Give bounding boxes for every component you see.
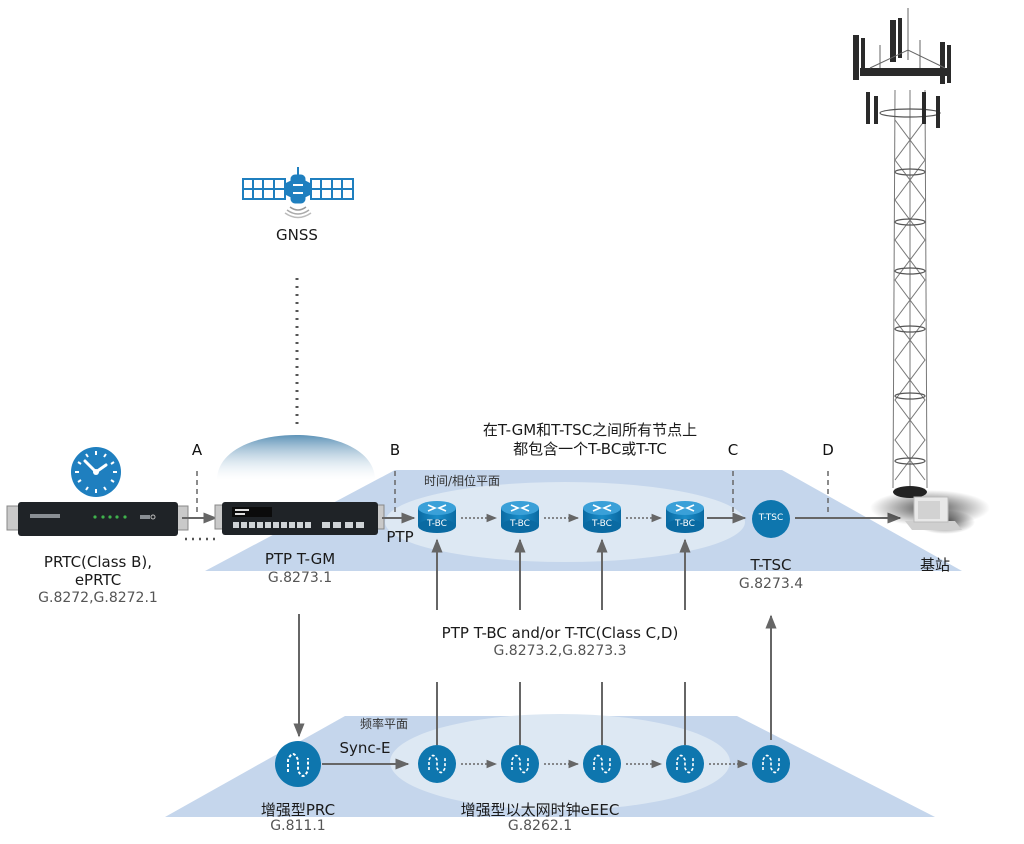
bc-eec-vertical-links: [431, 538, 691, 745]
tsc-node: [752, 500, 790, 538]
router-arrows-icon: [592, 504, 612, 512]
tbc-node: [418, 501, 456, 533]
eec-node: [501, 745, 539, 783]
time-plane-note-line2: 都包含一个T-BC或T-TC: [513, 440, 667, 458]
gnss-label: GNSS: [276, 226, 318, 244]
router-arrows-icon: [675, 504, 695, 512]
bc-tc-title: PTP T-BC and/or T-TC(Class C,D): [441, 624, 679, 642]
prtc-title-line1: PRTC(Class B),: [43, 553, 153, 571]
tsc-title: T-TSC: [750, 556, 792, 574]
eec-node: [752, 745, 790, 783]
prc-title: 增强型PRC: [260, 801, 336, 819]
satellite-icon: [242, 167, 354, 219]
tbc-node: [583, 501, 621, 533]
tbc-node: [666, 501, 704, 533]
eec-chain-oval: [390, 714, 730, 810]
tbc-node-label: T-BC: [592, 519, 612, 529]
bc-chain-oval: [385, 482, 745, 562]
clock-icon: [71, 447, 121, 497]
freq-plane-label: 频率平面: [360, 717, 409, 731]
sine-wave-icon: [676, 754, 694, 774]
eec-chain: [418, 745, 790, 783]
router-arrows-icon: [427, 504, 447, 512]
base-station-label: 基站: [919, 556, 950, 574]
sine-wave-icon: [428, 754, 446, 774]
time-plane-note-line1: 在T-GM和T-TSC之间所有节点上: [482, 421, 698, 439]
tsc-node-label: T-TSC: [758, 513, 784, 523]
sync-e-label: Sync-E: [339, 739, 391, 757]
tgm-title: PTP T-GM: [264, 550, 336, 568]
eec-node: [666, 745, 704, 783]
cell-tower-icon: [853, 8, 990, 526]
gnss-coverage-dome: [217, 435, 375, 480]
ptp-link-label: PTP: [386, 528, 414, 546]
sine-wave-icon: [593, 754, 611, 774]
tbc-node-label: T-BC: [675, 519, 695, 529]
tsc-standard: G.8273.4: [738, 576, 804, 592]
enhanced-prc-node: [275, 741, 321, 787]
bc-tc-standard: G.8273.2,G.8273.3: [493, 643, 627, 659]
base-station-icon: [905, 496, 975, 534]
tbc-node-label: T-BC: [510, 519, 530, 529]
prtc-title-line2: ePRTC: [74, 571, 122, 589]
tbc-node-label: T-BC: [427, 519, 447, 529]
tgm-standard: G.8273.1: [267, 570, 333, 586]
eec-standard: G.8262.1: [507, 818, 573, 834]
bc-chain: [418, 501, 704, 533]
ref-label-a: A: [191, 441, 203, 459]
tgm-device: [214, 502, 385, 535]
ref-label-c: C: [727, 441, 739, 459]
router-arrows-icon: [510, 504, 530, 512]
prtc-standard: G.8272,G.8272.1: [38, 590, 158, 606]
prtc-device: [6, 502, 189, 536]
sine-wave-icon: [511, 754, 529, 774]
eec-node: [418, 745, 456, 783]
tbc-node: [501, 501, 539, 533]
time-plane-label: 时间/相位平面: [424, 474, 501, 488]
eec-title: 增强型以太网时钟eEEC: [460, 801, 620, 819]
prc-standard: G.811.1: [270, 818, 326, 834]
ref-label-d: D: [822, 441, 834, 459]
sine-wave-icon: [762, 754, 780, 774]
ref-label-b: B: [389, 441, 401, 459]
eec-node: [583, 745, 621, 783]
